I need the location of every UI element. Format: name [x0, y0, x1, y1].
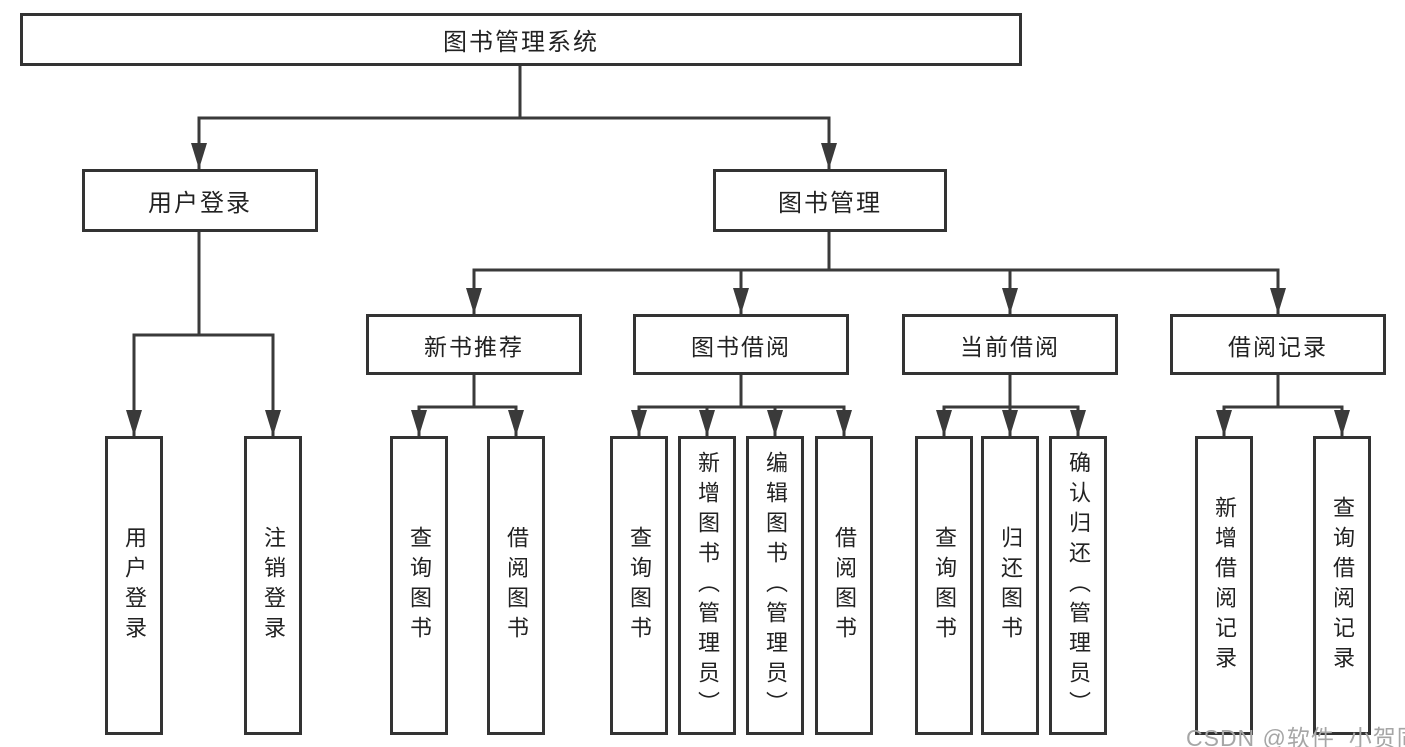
- node-label: 查询图书: [627, 525, 652, 646]
- node-leaf-return-book: 归还图书: [981, 436, 1039, 735]
- csdn-watermark: CSDN @软件_小贺同学: [1186, 725, 1405, 747]
- node-book-borrowing: 图书借阅: [633, 314, 849, 375]
- node-label: 查询图书: [932, 525, 957, 646]
- node-leaf-add-book-admin: 新增图书（管理员）: [678, 436, 736, 735]
- node-label: 借阅图书: [504, 525, 529, 646]
- node-leaf-borrow-book-2: 借阅图书: [815, 436, 873, 735]
- node-label: 新书推荐: [424, 333, 524, 360]
- node-leaf-query-book-3: 查询图书: [915, 436, 973, 735]
- node-label: 用户登录: [122, 525, 147, 646]
- node-borrowing-records: 借阅记录: [1170, 314, 1386, 375]
- node-label: 借阅图书: [832, 525, 857, 646]
- node-leaf-borrow-book-1: 借阅图书: [487, 436, 545, 735]
- node-label: 查询图书: [407, 525, 432, 646]
- node-label: 当前借阅: [960, 333, 1060, 360]
- node-label: 借阅记录: [1228, 333, 1328, 360]
- node-leaf-query-book-1: 查询图书: [390, 436, 448, 735]
- node-label: 图书管理: [778, 190, 882, 217]
- node-label: 注销登录: [261, 525, 286, 646]
- node-leaf-user-login: 用户登录: [105, 436, 163, 735]
- node-leaf-confirm-return-admin: 确认归还（管理员）: [1049, 436, 1107, 735]
- node-label: 查询借阅记录: [1330, 495, 1355, 676]
- node-user-login-branch: 用户登录: [82, 169, 318, 232]
- node-leaf-query-book-2: 查询图书: [610, 436, 668, 735]
- node-label: 新增图书（管理员）: [695, 450, 720, 721]
- node-new-book-recommend: 新书推荐: [366, 314, 582, 375]
- node-current-borrowing: 当前借阅: [902, 314, 1118, 375]
- node-leaf-logout: 注销登录: [244, 436, 302, 735]
- node-leaf-add-borrow-record: 新增借阅记录: [1195, 436, 1253, 735]
- node-label: 图书借阅: [691, 333, 791, 360]
- node-label: 编辑图书（管理员）: [763, 450, 788, 721]
- node-label: 新增借阅记录: [1212, 495, 1237, 676]
- node-label: 图书管理系统: [443, 29, 599, 56]
- node-leaf-edit-book-admin: 编辑图书（管理员）: [746, 436, 804, 735]
- node-book-management-branch: 图书管理: [713, 169, 947, 232]
- node-label: 确认归还（管理员）: [1066, 450, 1091, 721]
- node-leaf-query-borrow-record: 查询借阅记录: [1313, 436, 1371, 735]
- node-root-system: 图书管理系统: [20, 13, 1022, 66]
- node-label: 归还图书: [998, 525, 1023, 646]
- node-label: 用户登录: [148, 190, 252, 217]
